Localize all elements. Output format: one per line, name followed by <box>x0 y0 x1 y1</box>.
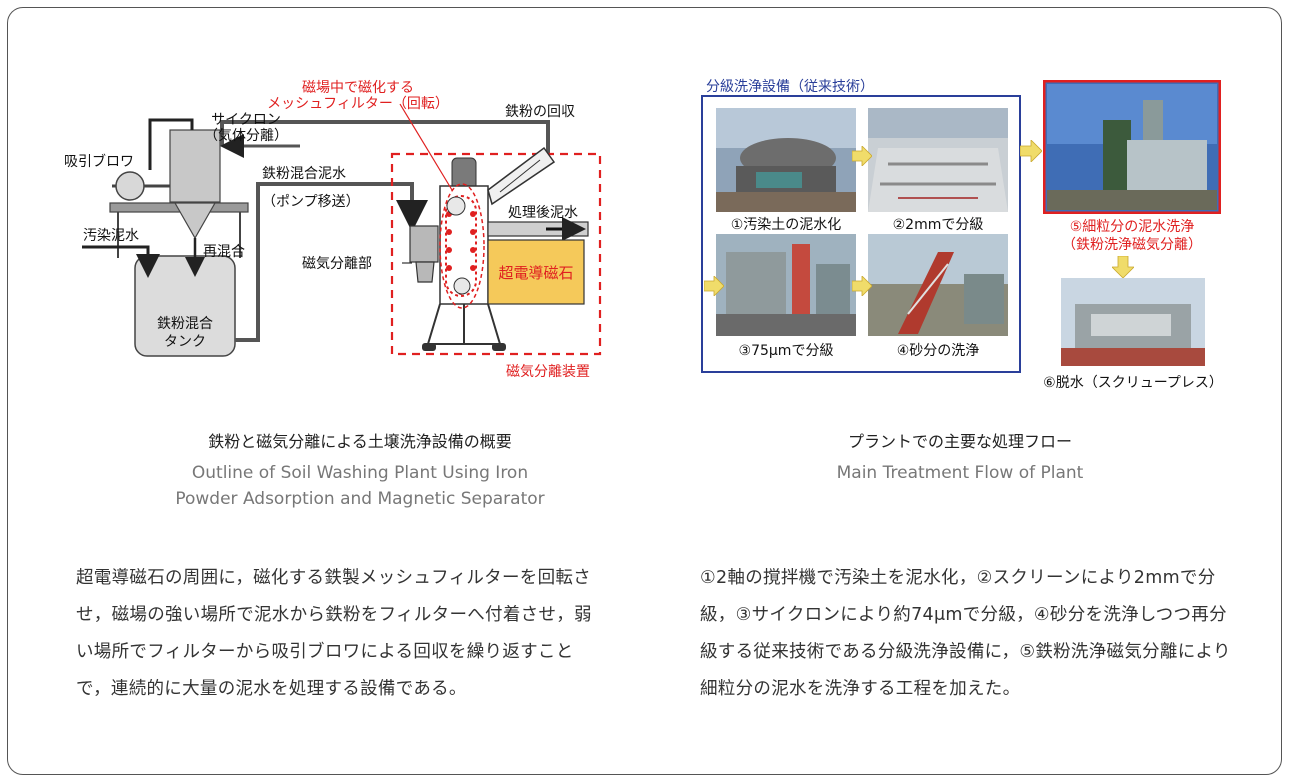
label-iron-recovery: 鉄粉の回収 <box>505 104 575 120</box>
left-description: 超電導磁石の周囲に，磁化する鉄製メッシュフィルターを回転させ，磁場の強い場所で泥… <box>76 568 592 699</box>
photo-screening <box>868 108 1008 212</box>
conventional-equipment-box <box>701 95 1021 373</box>
label-separation-part: 磁気分離部 <box>302 255 372 272</box>
right-description: ①2軸の撹拌機で汚染土を泥水化，②スクリーンにより2mmで分級，③サイクロンによ… <box>700 568 1231 699</box>
right-caption-en: Main Treatment Flow of Plant <box>836 463 1084 483</box>
flow-arrow-1-2 <box>852 146 872 166</box>
step5-line1: ⑤細粒分の泥水洗浄 <box>1069 219 1195 235</box>
label-superconducting-magnet: 超電導磁石 <box>498 264 573 282</box>
flow-arrow-to-5 <box>1020 140 1042 162</box>
left-caption-en: Outline of Soil Washing Plant Using Iron… <box>175 463 545 509</box>
mixing-tank <box>134 255 236 357</box>
outer-frame <box>7 7 1282 775</box>
label-mesh-filter-line1: 磁場中で磁化する <box>302 80 414 96</box>
label-tank-line1: 鉄粉混合 <box>157 316 213 332</box>
label-cyclone-line1: サイクロン <box>211 112 281 128</box>
conventional-title: 分級洗浄設備（従来技術） <box>706 79 874 95</box>
label-blower: 吸引ブロワ <box>64 153 134 170</box>
step1-label: ①汚染土の泥水化 <box>730 217 842 233</box>
label-contaminated-slurry: 汚染泥水 <box>83 228 139 244</box>
flow-arrow-5-6 <box>1112 256 1134 278</box>
magnetic-separator-box <box>390 152 602 356</box>
photo-dewatering <box>1061 278 1205 366</box>
blower <box>115 171 145 201</box>
label-remix: 再混合 <box>203 244 245 260</box>
cyclone <box>169 129 221 203</box>
photo-slurrying <box>716 108 856 212</box>
separation-part <box>409 225 439 263</box>
step6-label: ⑥脱水（スクリュープレス） <box>1043 375 1223 391</box>
step4-label: ④砂分の洗浄 <box>896 343 980 359</box>
label-mesh-filter-line2: メッシュフィルター（回転） <box>267 96 449 112</box>
right-caption-jp: プラントでの主要な処理フロー <box>847 432 1072 451</box>
step5-caption: ⑤細粒分の泥水洗浄 （鉄粉洗浄磁気分離） <box>1043 218 1221 254</box>
flow-arrow-in-3 <box>704 276 724 296</box>
step3-label: ③75μmで分級 <box>738 343 834 359</box>
left-caption-jp: 鉄粉と磁気分離による土壌洗浄設備の概要 <box>208 432 512 451</box>
mesh-filter <box>445 195 477 297</box>
photo-cyclone <box>716 234 856 336</box>
label-cyclone-line2: （気体分離） <box>204 127 288 144</box>
step2-label: ②2mmで分級 <box>892 217 984 233</box>
step5-line2: （鉄粉洗浄磁気分離） <box>1062 237 1202 253</box>
photo-sand-washing <box>868 234 1008 336</box>
photo-magnetic-separation <box>1043 80 1221 214</box>
label-mixed-slurry: 鉄粉混合泥水 <box>262 166 346 182</box>
label-pump: （ポンプ移送） <box>262 194 360 210</box>
label-tank-line2: タンク <box>164 334 206 350</box>
superconducting-magnet <box>487 239 585 305</box>
flow-arrow-3-4 <box>852 276 872 296</box>
label-treated-slurry: 処理後泥水 <box>508 205 578 221</box>
label-magnetic-separator: 磁気分離装置 <box>506 363 590 380</box>
soil-washing-plant-diagram: 磁場中で磁化する メッシュフィルター（回転） サイクロン （気体分離） 鉄粉の回… <box>64 80 602 380</box>
